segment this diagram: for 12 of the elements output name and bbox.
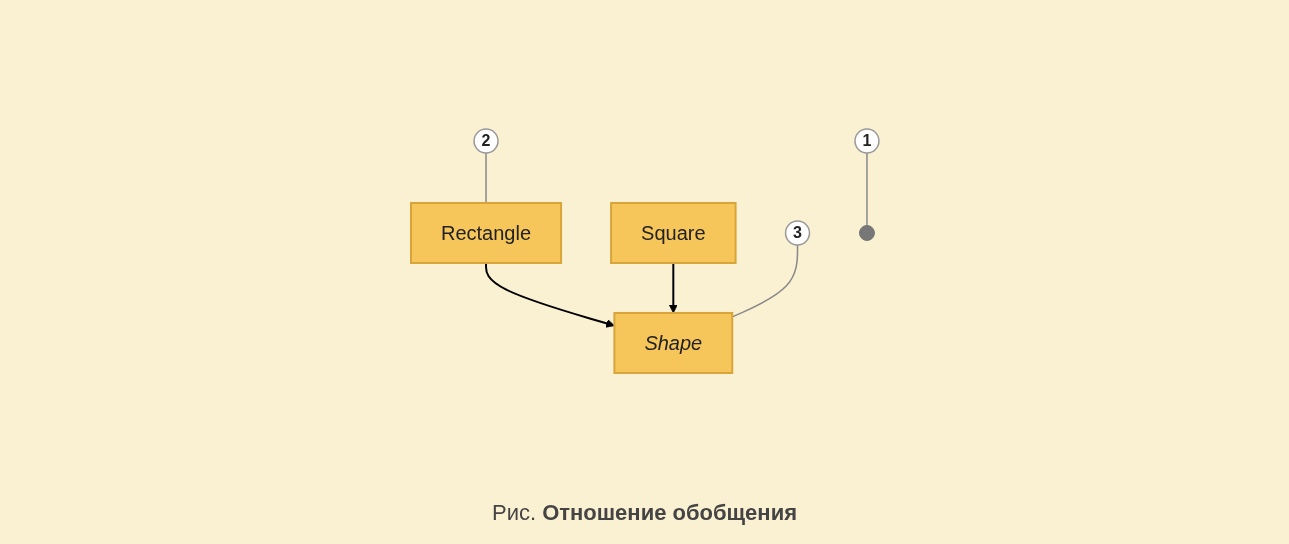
node-box: Rectangle	[409, 202, 562, 264]
node-circle: 1	[853, 128, 880, 154]
connector	[484, 152, 487, 204]
node-circle	[858, 225, 875, 241]
node-box: Square	[609, 202, 737, 264]
node-circle: 2	[472, 128, 499, 154]
node-circle: 3	[784, 220, 810, 246]
connector	[865, 152, 868, 227]
arrow	[668, 262, 678, 314]
connector	[731, 244, 798, 318]
figure-caption: Рис. Отношение обобщения	[491, 500, 797, 526]
node-box: Shape	[612, 312, 733, 374]
